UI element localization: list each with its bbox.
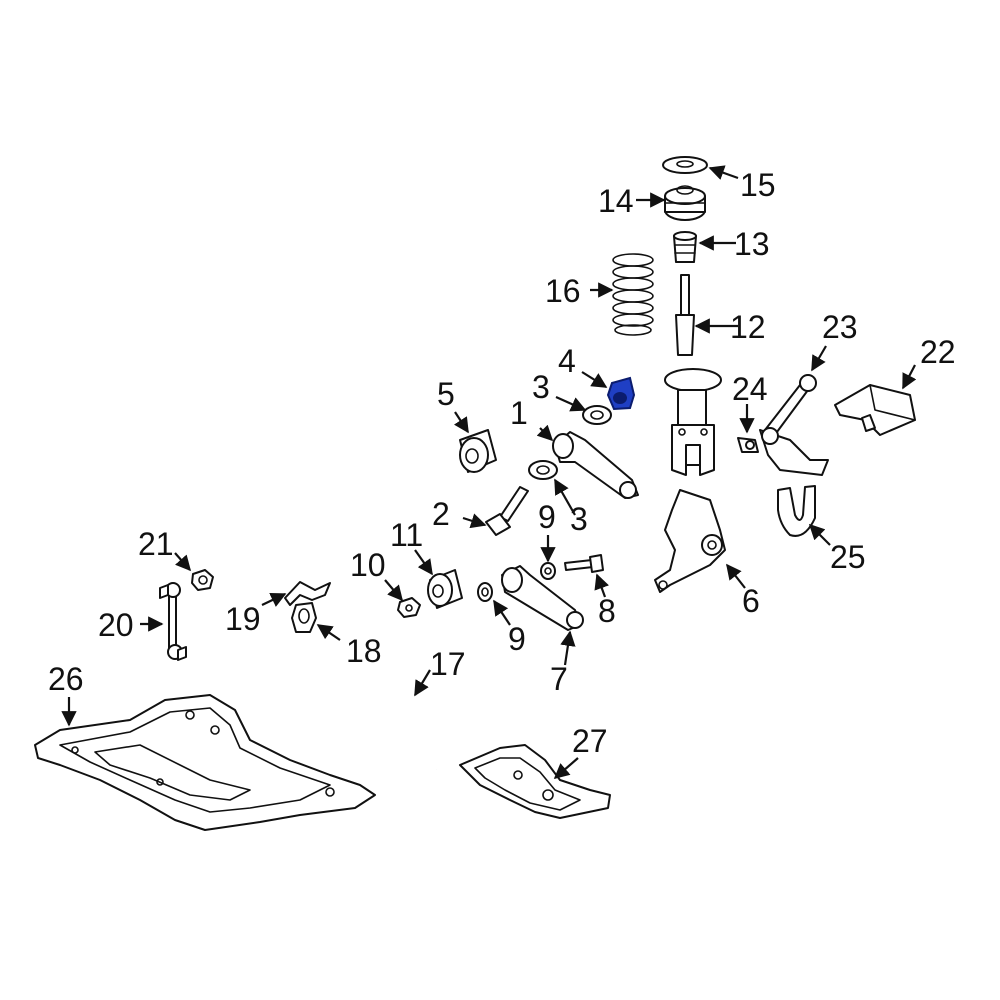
callout-5: 5 [437,376,455,412]
callout-21: 21 [138,526,174,562]
callout-20: 20 [98,607,134,643]
part-18-stabilizer-bushing[interactable] [291,602,317,633]
part-27-brace-plate[interactable] [459,744,611,819]
part-16-coil-spring[interactable] [612,253,654,336]
callout-18: 18 [346,633,382,669]
part-20-stabilizer-link[interactable] [159,582,187,661]
callout-9-lower: 9 [508,621,526,657]
callout-27: 27 [572,723,608,759]
callout-22: 22 [920,334,956,370]
part-10-nut[interactable] [397,597,421,618]
callout-10: 10 [350,547,386,583]
callout-8: 8 [598,593,616,629]
part-22-level-sensor[interactable] [834,384,916,436]
callout-25: 25 [830,539,866,575]
callout-12: 12 [730,309,766,345]
part-2-bolt[interactable] [485,486,529,536]
part-21-nut[interactable] [191,569,214,591]
part-12-strut-assembly[interactable] [664,274,722,476]
part-23-sensor-link[interactable] [759,374,829,476]
callout-9-upper: 9 [538,499,556,535]
part-7-lower-control-arm[interactable] [501,565,584,631]
part-11-bushing[interactable] [427,569,463,609]
callout-24: 24 [732,371,768,407]
callout-17: 17 [430,646,466,682]
callout-4: 4 [558,343,576,379]
callout-11: 11 [390,517,423,553]
callout-19: 19 [225,601,261,637]
part-4-highlighted-bushing[interactable] [606,376,636,411]
part-13-bump-stop[interactable] [673,231,697,263]
callout-1: 1 [510,395,528,431]
callout-3-upper: 3 [532,369,550,405]
callout-numbers: 1 2 3 3 4 5 6 7 8 9 9 10 11 12 13 14 15 … [48,167,956,759]
callout-13: 13 [734,226,770,262]
part-24-sensor[interactable] [737,437,759,453]
callout-15: 15 [740,167,776,203]
callout-7: 7 [550,661,568,697]
part-6-steering-knuckle[interactable] [654,489,726,593]
callout-26: 26 [48,661,84,697]
callout-3-lower: 3 [570,501,588,537]
callout-2: 2 [432,496,450,532]
part-3-washer-upper[interactable] [582,405,612,425]
part-1-upper-control-arm[interactable] [552,431,639,499]
part-15-spring-mount-plate[interactable] [662,156,708,174]
part-14-strut-mount[interactable] [664,185,706,221]
callout-23: 23 [822,309,858,345]
part-25-u-hose[interactable] [777,485,816,537]
part-8-bolt[interactable] [564,554,604,573]
part-5-control-arm-bushing[interactable] [459,429,497,473]
callout-16: 16 [545,273,581,309]
part-9-washer-upper[interactable] [540,562,556,580]
part-9-washer-lower[interactable] [477,582,493,602]
part-19-bracket[interactable] [284,581,331,606]
part-3-washer-lower[interactable] [528,460,558,480]
leader-lines [61,165,917,780]
callout-6: 6 [742,583,760,619]
callout-14: 14 [598,183,634,219]
part-17-stabilizer-bar[interactable] [197,634,441,786]
part-26-subframe[interactable] [34,694,376,831]
